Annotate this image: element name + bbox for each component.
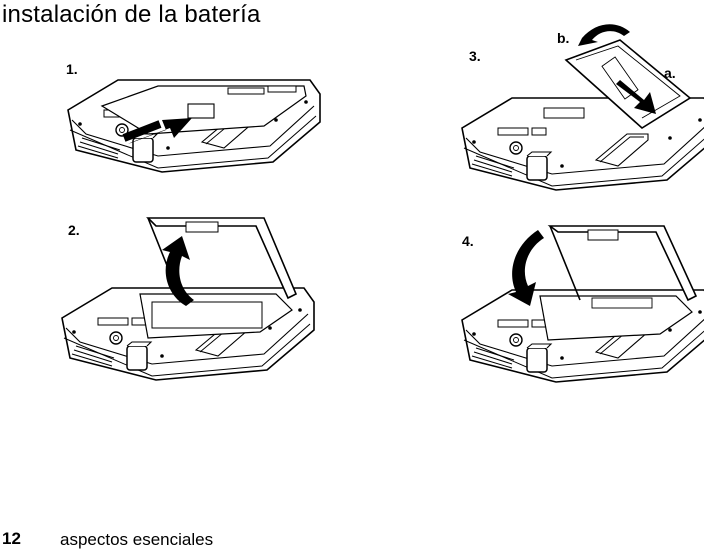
step-4-phone-illustration bbox=[461, 289, 704, 383]
step-2-label: 2. bbox=[68, 222, 80, 238]
step-3-label: 3. bbox=[469, 48, 481, 64]
lift-arrow-icon bbox=[162, 236, 194, 306]
step-1-label: 1. bbox=[66, 61, 78, 77]
battery-installation-figure bbox=[61, 24, 704, 383]
raised-cover bbox=[146, 217, 298, 300]
section-name: aspectos esenciales bbox=[60, 530, 214, 549]
step-1-phone-illustration bbox=[67, 79, 321, 173]
step-2-phone-illustration bbox=[61, 287, 315, 381]
step-3a-label: a. bbox=[664, 65, 676, 81]
step-4-label: 4. bbox=[462, 233, 474, 249]
insert-arrow-icon bbox=[616, 80, 656, 114]
page-footer: 12 aspectos esenciales bbox=[0, 528, 704, 550]
step-3-phone-illustration bbox=[461, 97, 704, 191]
rotate-arrow-icon bbox=[578, 24, 630, 46]
slide-arrow-icon bbox=[128, 118, 192, 144]
step-3b-label: b. bbox=[557, 30, 570, 46]
page-title: instalación de la batería bbox=[2, 1, 261, 28]
closing-cover bbox=[547, 225, 698, 302]
close-arrow-icon bbox=[508, 230, 544, 306]
page-number: 12 bbox=[2, 529, 21, 548]
